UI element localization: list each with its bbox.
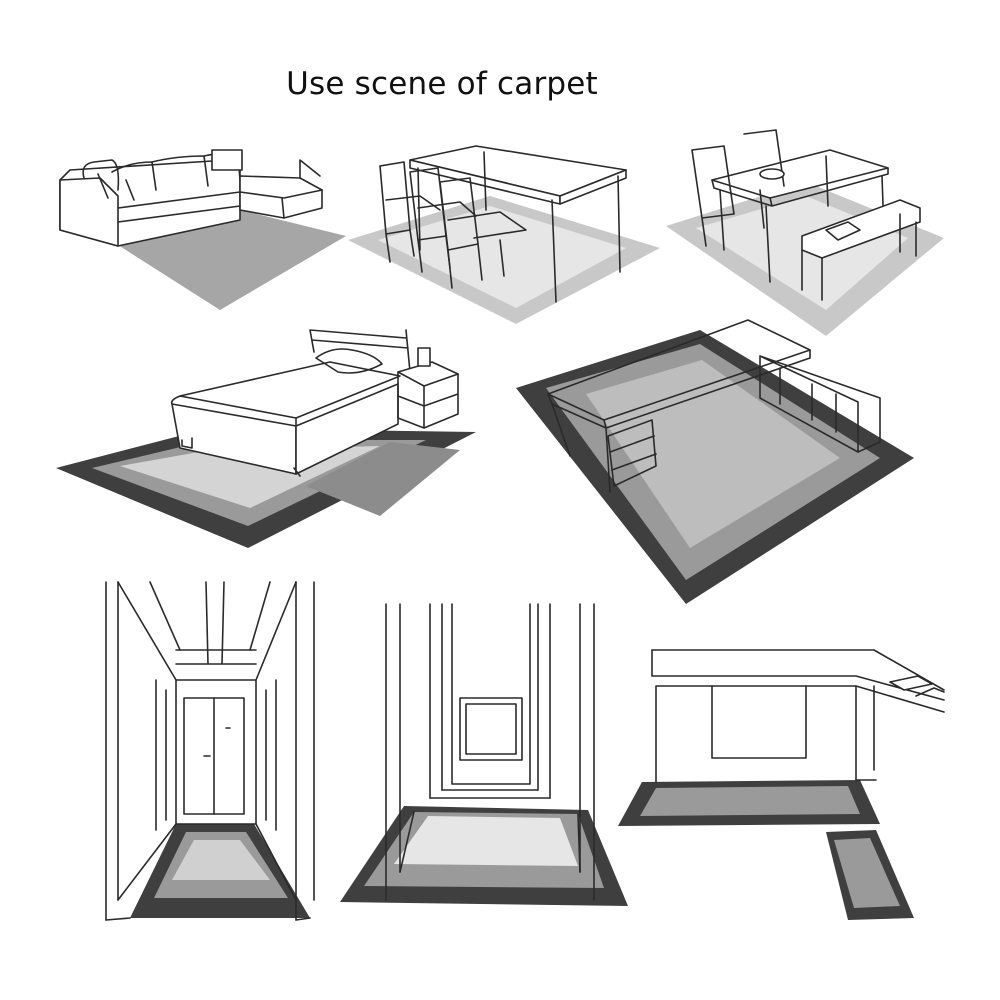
kitchen-rug-main-inner — [640, 786, 860, 816]
bedroom-side-rug — [306, 442, 460, 516]
entrance-rug-inner — [394, 816, 578, 866]
bed-icon — [172, 330, 458, 476]
kitchen-rug-side-inner — [834, 838, 900, 908]
hallway-rug-inner — [172, 840, 270, 880]
sofa-icon — [60, 150, 322, 246]
corridor-icon — [106, 582, 314, 920]
chair-icon — [380, 162, 526, 288]
dining-bench-icon — [692, 130, 920, 300]
desk-icon — [548, 320, 880, 492]
dining-table-icon — [410, 146, 626, 302]
doorway-icon — [386, 604, 594, 900]
office-rug-inner — [586, 360, 840, 548]
kitchen-counter-icon — [652, 650, 944, 782]
page-title: Use scene of carpet — [286, 66, 598, 102]
